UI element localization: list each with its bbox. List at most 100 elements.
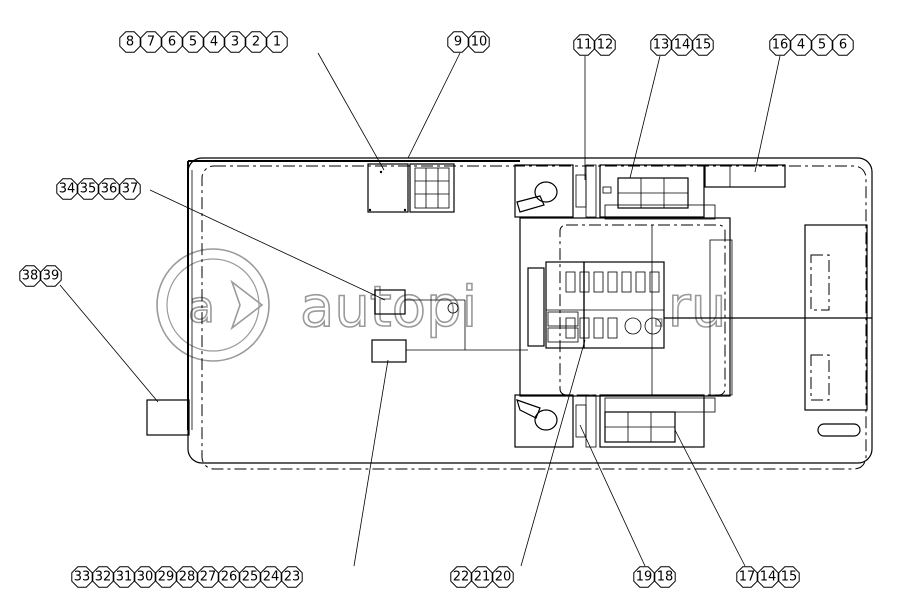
callout-bubble xyxy=(92,566,114,588)
callout-bubble xyxy=(447,31,469,53)
callout-bubble xyxy=(654,566,676,588)
callout-number: 21 xyxy=(474,570,491,585)
callout-bubble xyxy=(769,34,791,56)
callout-number: 18 xyxy=(657,570,674,585)
callout-bubble xyxy=(19,265,41,287)
callout-number: 13 xyxy=(653,38,670,53)
callout-bubble xyxy=(40,265,62,287)
callout-number: 9 xyxy=(454,35,462,50)
callout-number: 25 xyxy=(242,570,259,585)
callout-bubble xyxy=(633,566,655,588)
callout-c6: 34 35 36 37 xyxy=(56,178,141,200)
callout-number: 5 xyxy=(818,38,826,53)
callout-c9: 22 21 20 xyxy=(450,566,514,588)
callout-bubble xyxy=(736,566,758,588)
callout-number: 36 xyxy=(101,182,118,197)
callout-number: 34 xyxy=(59,182,76,197)
callout-number: 14 xyxy=(760,570,777,585)
callout-bubble xyxy=(113,566,135,588)
callout-number: 4 xyxy=(797,38,805,53)
upper-fuse-block xyxy=(599,164,716,220)
callout-number: 27 xyxy=(200,570,217,585)
callout-bubble xyxy=(650,34,672,56)
fuse-row-top xyxy=(565,271,660,293)
callout-c7: 38 39 xyxy=(19,265,62,287)
callout-number: 31 xyxy=(116,570,133,585)
callout-number: 39 xyxy=(43,269,60,284)
callout-number: 1 xyxy=(273,35,281,50)
callout-number: 16 xyxy=(772,38,789,53)
callout-c4: 13 14 15 xyxy=(650,34,714,56)
callout-c2: 9 10 xyxy=(447,31,490,53)
lower-fuse-block xyxy=(599,394,716,448)
left-small-box xyxy=(146,399,190,436)
callout-number: 20 xyxy=(495,570,512,585)
callout-number: 8 xyxy=(126,35,134,50)
callout-bubble xyxy=(224,31,246,53)
callout-bubble xyxy=(98,178,120,200)
callout-number: 23 xyxy=(284,570,301,585)
callout-bubble xyxy=(218,566,240,588)
callout-number: 10 xyxy=(471,35,488,50)
callout-number: 19 xyxy=(636,570,653,585)
lower-lever-assembly xyxy=(514,394,597,448)
callout-number: 6 xyxy=(839,38,847,53)
callout-number: 15 xyxy=(695,38,712,53)
callout-number: 38 xyxy=(22,269,39,284)
callout-bubble xyxy=(573,34,595,56)
callout-number: 29 xyxy=(158,570,175,585)
callout-number: 6 xyxy=(168,35,176,50)
callout-number: 26 xyxy=(221,570,238,585)
callout-bubble xyxy=(260,566,282,588)
watermark-text: autopi xyxy=(300,275,477,340)
callout-bubble xyxy=(832,34,854,56)
rear-battery-box xyxy=(804,224,868,437)
callout-number: 37 xyxy=(122,182,139,197)
chassis-frame xyxy=(187,157,873,470)
callout-bubble xyxy=(203,31,225,53)
watermark: a autopi .ru xyxy=(156,248,727,362)
callout-bubble xyxy=(239,566,261,588)
callout-bubble xyxy=(671,34,693,56)
callout-number: 30 xyxy=(137,570,154,585)
callout-number: 5 xyxy=(189,35,197,50)
callout-bubble xyxy=(56,178,78,200)
callout-number: 2 xyxy=(252,35,260,50)
watermark-suffix: .ru xyxy=(650,275,726,340)
callout-number: 11 xyxy=(576,38,593,53)
callout-number: 33 xyxy=(74,570,91,585)
callout-number: 4 xyxy=(210,35,218,50)
callout-bubble xyxy=(492,566,514,588)
right-top-box xyxy=(704,164,786,188)
leader-lines xyxy=(59,52,781,567)
callout-number: 35 xyxy=(80,182,97,197)
callout-bubble xyxy=(757,566,779,588)
callout-bubble xyxy=(71,566,93,588)
top-box-panel xyxy=(367,163,409,213)
upper-lever-assembly xyxy=(514,164,597,218)
callout-bubble xyxy=(594,34,616,56)
callout-bubble xyxy=(140,31,162,53)
callout-bubble xyxy=(778,566,800,588)
callout-bubble xyxy=(811,34,833,56)
callout-bubble xyxy=(471,566,493,588)
callout-bubble xyxy=(692,34,714,56)
callout-number: 32 xyxy=(95,570,112,585)
callout-bubble xyxy=(77,178,99,200)
callout-number: 14 xyxy=(674,38,691,53)
callout-bubble xyxy=(119,178,141,200)
callout-bubble xyxy=(176,566,198,588)
callout-bubble xyxy=(134,566,156,588)
left-components xyxy=(371,289,528,363)
callout-number: 24 xyxy=(263,570,280,585)
callout-bubble xyxy=(197,566,219,588)
callout-number: 17 xyxy=(739,570,756,585)
callout-number: 22 xyxy=(453,570,470,585)
